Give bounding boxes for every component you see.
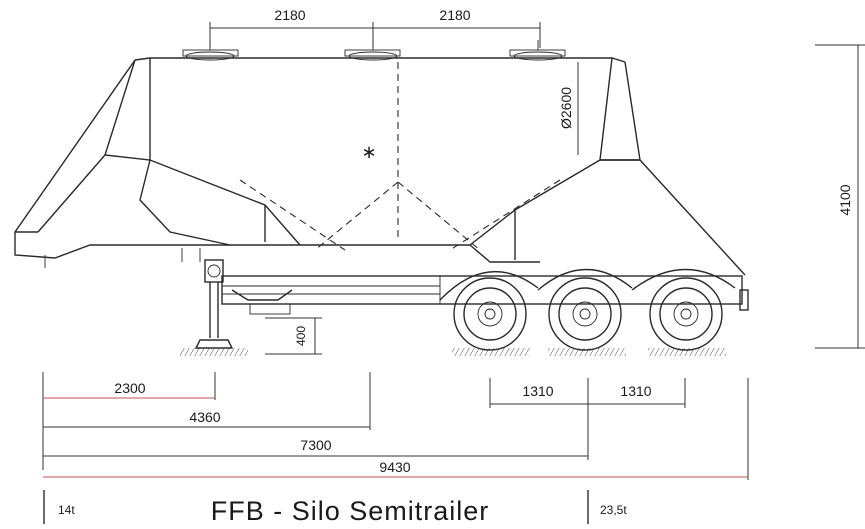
- rear-axle-weight: 23,5t: [600, 503, 627, 517]
- dim-axle-spacing-1: 1310: [522, 383, 553, 399]
- dim-4360: 4360: [189, 409, 220, 425]
- front-axle-weight: 14t: [58, 503, 75, 517]
- dim-2300: 2300: [114, 380, 145, 396]
- support-height-dimension: [265, 317, 322, 355]
- ground-hatch-axle-2: [548, 348, 626, 356]
- manhole-covers: [182, 40, 566, 61]
- dim-diameter: Ø2600: [558, 87, 574, 129]
- manhole-cover-2: [344, 40, 401, 61]
- dim-9430: 9430: [379, 459, 410, 475]
- chassis: [44, 255, 749, 315]
- dim-top-right: 2180: [439, 7, 470, 23]
- axles: [439, 268, 736, 356]
- center-of-gravity-marker: ∗: [361, 142, 376, 162]
- ground-hatch-axle-1: [452, 348, 530, 356]
- top-dimension-lines: [209, 22, 541, 48]
- landing-gear: [180, 259, 248, 356]
- dim-height-total: 4100: [837, 184, 853, 215]
- height-dimension: [815, 44, 865, 349]
- wheel-2: [548, 277, 622, 351]
- dim-axle-spacing-2: 1310: [620, 383, 651, 399]
- drawing-title: FFB - Silo Semitrailer: [211, 496, 490, 526]
- silo-tank: [14, 57, 746, 276]
- wheel-1: [453, 277, 527, 351]
- dim-support-height: 400: [294, 326, 308, 346]
- manhole-cover-3: [509, 40, 566, 61]
- dim-7300: 7300: [300, 437, 331, 453]
- wheel-3: [649, 277, 723, 351]
- bottom-dimension-lines: [42, 372, 749, 480]
- ground-hatch-support: [180, 348, 248, 356]
- manhole-cover-1: [182, 40, 239, 61]
- dim-top-left: 2180: [274, 7, 305, 23]
- ground-hatch-axle-3: [648, 348, 726, 356]
